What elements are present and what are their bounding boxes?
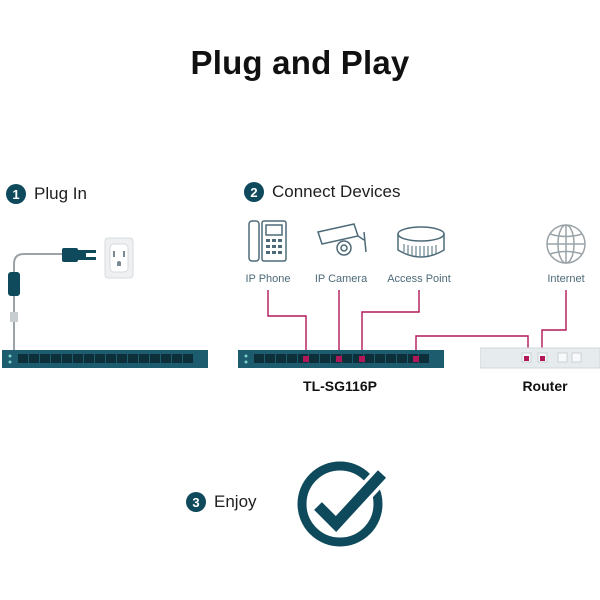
ip-phone-icon	[248, 220, 287, 262]
ip-camera-label: IP Camera	[314, 273, 368, 285]
power-plug-icon	[8, 237, 134, 350]
check-icon	[297, 461, 388, 547]
step-label: Enjoy	[214, 492, 257, 511]
switch-model-label: TL-SG116P	[303, 378, 377, 394]
access-point-icon	[397, 226, 445, 258]
globe-icon	[546, 224, 586, 264]
step-label: Connect Devices	[272, 182, 401, 201]
internet-label: Internet	[547, 273, 585, 285]
step-number-badge: 3	[186, 492, 206, 512]
network-cables	[267, 290, 567, 350]
switch-tl-sg116p	[238, 350, 444, 368]
step-enjoy: 3 Enjoy	[186, 492, 257, 512]
ip-camera-icon	[317, 223, 367, 256]
step-number-badge: 2	[244, 182, 264, 202]
access-point-label: Access Point	[387, 273, 451, 285]
step-label: Plug In	[34, 184, 87, 203]
step-plug-in: 1 Plug In	[6, 184, 87, 204]
switch-device-plugged	[2, 350, 208, 368]
router-device	[480, 347, 600, 369]
step-number-badge: 1	[6, 184, 26, 204]
step-connect-devices: 2 Connect Devices	[244, 182, 401, 202]
ip-phone-label: IP Phone	[245, 273, 291, 285]
router-label: Router	[522, 378, 568, 394]
page-title: Plug and Play	[190, 44, 410, 81]
